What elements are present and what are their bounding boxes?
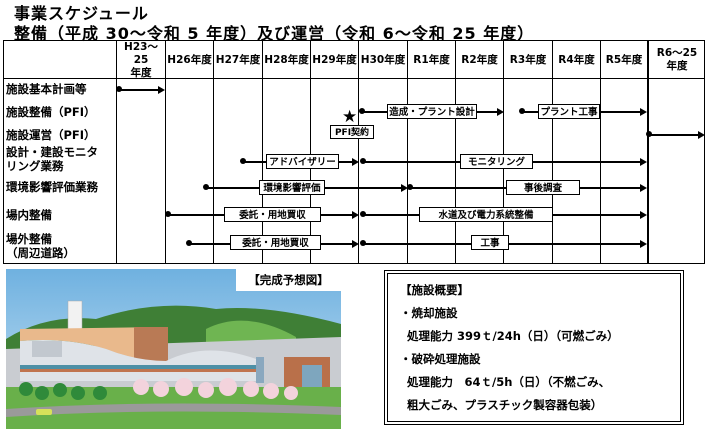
bar-label-zousei: 造成・プラント設計 xyxy=(387,104,477,119)
facility-illustration xyxy=(6,269,341,429)
schedule-bar-operation xyxy=(649,134,699,136)
arrow-head-icon xyxy=(352,211,359,219)
arrow-head-icon xyxy=(352,158,359,166)
arrow-head-icon xyxy=(640,108,647,116)
bar-label-water-power: 水道及び電力系統整備 xyxy=(419,207,553,222)
overview-item-crusher-capacity-cont: 粗大ごみ、プラスチック製容器包装） xyxy=(407,398,603,412)
row-label-outside-prep: 場外整備（周辺道路） xyxy=(6,232,75,260)
page-title: 事業スケジュール xyxy=(14,4,149,23)
bar-label-post-survey: 事後調査 xyxy=(506,180,580,195)
facility-overview-box: 【施設概要】 ・焼却施設 処理能力 399ｔ/24h（日）（可燃ごみ） ・破砕処… xyxy=(384,270,684,425)
column-header-h27: H27年度 xyxy=(215,53,261,66)
column-header-r3: R3年度 xyxy=(509,53,547,66)
grid-line xyxy=(600,40,601,264)
column-header-h29: H29年度 xyxy=(312,53,357,66)
bar-label-monitoring: モニタリング xyxy=(460,154,533,169)
grid-line xyxy=(116,40,117,264)
grid-line xyxy=(358,40,359,264)
arrow-head-icon xyxy=(640,240,647,248)
overview-heading: 【施設概要】 xyxy=(400,283,469,297)
page-subtitle: 整備（平成 30～令和 5 年度）及び運営（令和 6～令和 25 年度） xyxy=(14,24,535,43)
grid-line xyxy=(165,40,166,264)
grid-line xyxy=(407,40,408,264)
overview-item-crusher-capacity: 処理能力 64ｔ/5h（日）（不燃ごみ、 xyxy=(407,375,611,389)
grid-line xyxy=(213,40,214,264)
grid-line xyxy=(310,40,311,264)
column-header-r2: R2年度 xyxy=(461,53,498,66)
star-icon: ★ xyxy=(342,107,358,127)
bar-label-outside-purchase: 委託・用地買収 xyxy=(230,235,321,250)
arrow-head-icon xyxy=(640,211,647,219)
overview-item-incinerator: ・焼却施設 xyxy=(400,306,458,320)
arrow-head-icon xyxy=(497,108,504,116)
column-header-h28: H28年度 xyxy=(264,53,309,66)
row-label-monitoring: 設計・建設モニタリング業務 xyxy=(6,145,98,173)
overview-item-crusher: ・破砕処理施設 xyxy=(400,352,481,366)
completion-rendering-image xyxy=(6,269,341,429)
row-label-facility-build: 施設整備（PFI） xyxy=(6,105,96,119)
arrow-head-icon xyxy=(401,184,408,192)
arrow-head-icon xyxy=(640,158,647,166)
column-header-r1: R1年度 xyxy=(413,53,450,66)
row-label-facility-operation: 施設運営（PFI） xyxy=(6,128,96,142)
header-divider xyxy=(3,78,705,79)
column-header-r4: R4年度 xyxy=(558,53,595,66)
overview-item-incinerator-capacity: 処理能力 399ｔ/24h（日）（可燃ごみ） xyxy=(407,329,619,343)
grid-line xyxy=(552,40,553,264)
column-header-r5: R5年度 xyxy=(605,53,643,66)
arrow-head-icon xyxy=(698,131,705,139)
bar-label-construction: 工事 xyxy=(471,235,509,250)
column-header-h30: H30年度 xyxy=(360,53,406,66)
grid-line xyxy=(455,40,456,264)
bar-label-advisory: アドバイザリー xyxy=(266,154,339,169)
column-header-h26: H26年度 xyxy=(167,53,212,66)
row-label-site-prep: 場内整備 xyxy=(6,208,52,222)
grid-line xyxy=(647,40,649,264)
arrow-head-icon xyxy=(352,240,359,248)
arrow-head-icon xyxy=(640,184,647,192)
schedule-bar-basic-plan xyxy=(119,89,159,91)
grid-line xyxy=(503,40,504,264)
pfi-contract-label: PFI契約 xyxy=(330,125,374,139)
arrow-head-icon xyxy=(158,86,165,94)
row-label-env-assessment: 環境影響評価業務 xyxy=(6,180,98,194)
bar-label-plant: プラント工事 xyxy=(538,104,600,119)
grid-line xyxy=(262,40,263,264)
schedule-table xyxy=(3,40,705,264)
bar-label-site-purchase: 委託・用地買収 xyxy=(224,207,321,222)
row-label-basic-plan: 施設基本計画等 xyxy=(6,82,87,96)
bar-label-env: 環境影響評価 xyxy=(259,180,325,195)
photo-caption: 【完成予想図】 xyxy=(236,269,341,291)
